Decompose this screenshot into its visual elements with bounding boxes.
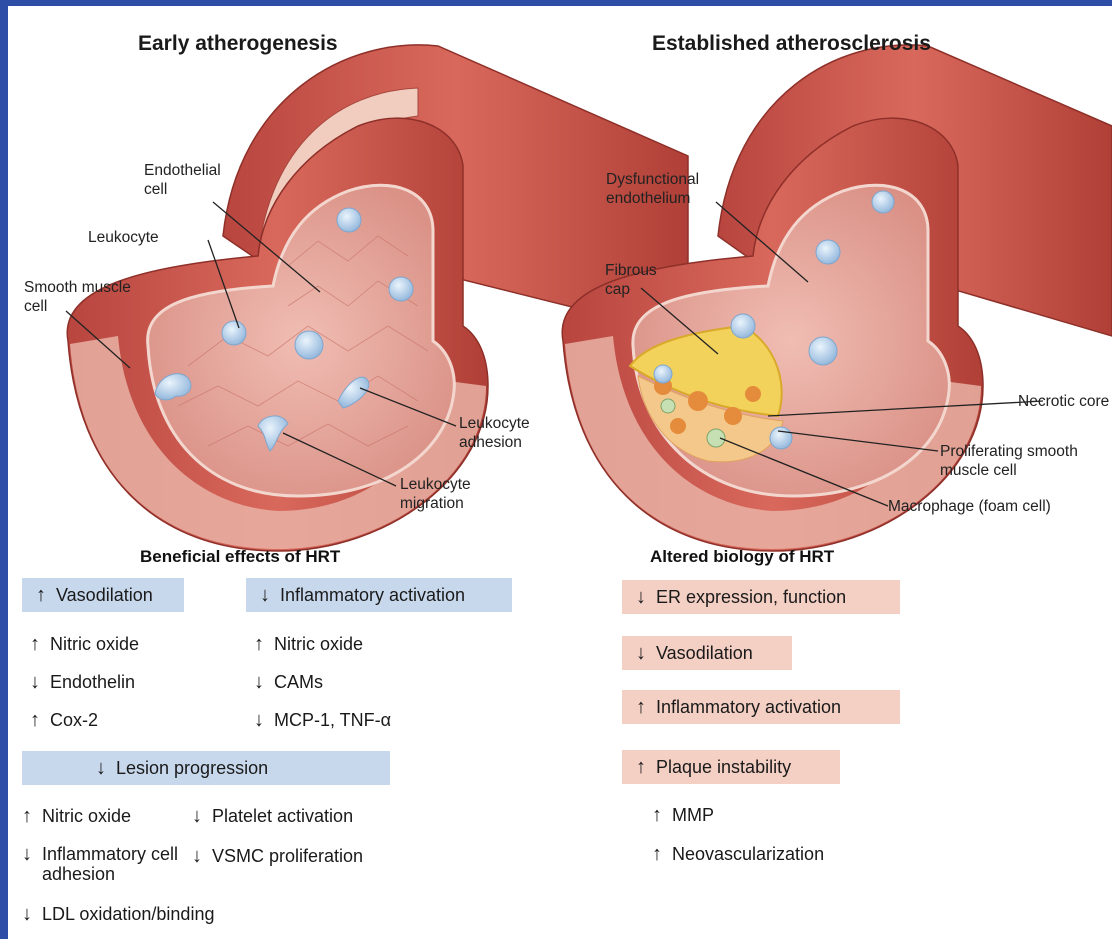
item-text: Platelet activation	[212, 806, 353, 826]
heading-beneficial-effects: Beneficial effects of HRT	[140, 547, 340, 567]
arrow-down-icon: ↓	[92, 757, 110, 780]
label-leukocyte-migration: Leukocyte migration	[400, 475, 471, 513]
item-lesion-platelet: ↓ Platelet activation	[188, 806, 353, 826]
item-text: VSMC proliferation	[212, 846, 363, 866]
label-smooth-muscle-cell: Smooth muscle cell	[24, 278, 131, 316]
item-text: CAMs	[274, 672, 323, 692]
title-early-atherogenesis: Early atherogenesis	[138, 32, 338, 56]
item-text: Nitric oxide	[50, 634, 139, 654]
arrow-up-icon: ↑	[26, 710, 44, 730]
label-endothelial-cell: Endothelial cell	[144, 161, 221, 199]
item-text: Neovascularization	[672, 844, 824, 864]
item-text: Nitric oxide	[274, 634, 363, 654]
vessel-illustration	[8, 6, 1112, 566]
box-er-label: ER expression, function	[656, 587, 846, 608]
item-neovascularization: ↑ Neovascularization	[648, 844, 824, 864]
arrow-up-icon: ↑	[648, 805, 666, 825]
arrow-up-icon: ↑	[26, 634, 44, 654]
label-proliferating-smc: Proliferating smooth muscle cell	[940, 442, 1078, 480]
label-endothelial-cell-line1: Endothelial	[144, 161, 221, 180]
item-text: LDL oxidation/binding	[42, 904, 214, 924]
arrow-down-icon: ↓	[250, 672, 268, 692]
item-mmp: ↑ MMP	[648, 805, 714, 825]
label-migration-line1: Leukocyte	[400, 475, 471, 494]
box-altered-infl-label: Inflammatory activation	[656, 697, 841, 718]
item-vaso-nitric-oxide: ↑ Nitric oxide	[26, 634, 139, 654]
item-vaso-cox2: ↑ Cox-2	[26, 710, 98, 730]
item-text: Nitric oxide	[42, 806, 131, 826]
item-infl-mcp1-tnf: ↓ MCP-1, TNF-α	[250, 710, 391, 730]
label-leukocyte: Leukocyte	[88, 228, 159, 247]
arrow-down-icon: ↓	[632, 642, 650, 665]
figure-canvas: Early atherogenesis Established atherosc…	[8, 6, 1112, 939]
label-fibrous-cap: Fibrous cap	[605, 261, 657, 299]
box-lesion-progression: ↓ Lesion progression	[22, 751, 390, 785]
label-smooth-muscle-line2: cell	[24, 297, 131, 316]
box-er-expression: ↓ ER expression, function	[622, 580, 900, 614]
label-leukocyte-adhesion: Leukocyte adhesion	[459, 414, 530, 452]
label-dysfunctional-line2: endothelium	[606, 189, 699, 208]
label-smooth-muscle-line1: Smooth muscle	[24, 278, 131, 297]
arrow-down-icon: ↓	[256, 584, 274, 607]
box-altered-vasodilation: ↓ Vasodilation	[622, 636, 792, 670]
box-inflammatory-activation: ↓ Inflammatory activation	[246, 578, 512, 612]
label-proliferating-line1: Proliferating smooth	[940, 442, 1078, 461]
label-endothelial-cell-line2: cell	[144, 180, 221, 199]
arrow-down-icon: ↓	[632, 586, 650, 609]
label-dysfunctional-endothelium: Dysfunctional endothelium	[606, 170, 699, 208]
arrow-up-icon: ↑	[632, 756, 650, 779]
box-vasodilation: ↑ Vasodilation	[22, 578, 184, 612]
arrow-down-icon: ↓	[250, 710, 268, 730]
box-inflammatory-label: Inflammatory activation	[280, 585, 465, 606]
item-infl-cams: ↓ CAMs	[250, 672, 323, 692]
box-plaque-instability: ↑ Plaque instability	[622, 750, 840, 784]
label-necrotic-core: Necrotic core	[1018, 392, 1109, 411]
arrow-up-icon: ↑	[250, 634, 268, 654]
label-adhesion-line1: Leukocyte	[459, 414, 530, 433]
item-vaso-endothelin: ↓ Endothelin	[26, 672, 135, 692]
arrow-down-icon: ↓	[188, 806, 206, 826]
box-plaque-label: Plaque instability	[656, 757, 791, 778]
label-dysfunctional-line1: Dysfunctional	[606, 170, 699, 189]
arrow-up-icon: ↑	[632, 696, 650, 719]
arrow-down-icon: ↓	[18, 844, 36, 864]
item-text: Endothelin	[50, 672, 135, 692]
box-altered-vaso-label: Vasodilation	[656, 643, 753, 664]
arrow-down-icon: ↓	[18, 904, 36, 924]
label-proliferating-line2: muscle cell	[940, 461, 1078, 480]
arrow-up-icon: ↑	[648, 844, 666, 864]
item-text: Cox-2	[50, 710, 98, 730]
item-text: MMP	[672, 805, 714, 825]
box-altered-inflammatory: ↑ Inflammatory activation	[622, 690, 900, 724]
item-lesion-vsmc: ↓ VSMC proliferation	[188, 846, 363, 866]
label-fibrous-line1: Fibrous	[605, 261, 657, 280]
arrow-down-icon: ↓	[188, 846, 206, 866]
label-macrophage: Macrophage (foam cell)	[888, 497, 1051, 516]
item-lesion-inflammatory-adhesion: ↓ Inflammatory cell adhesion	[18, 844, 182, 884]
box-vasodilation-label: Vasodilation	[56, 585, 153, 606]
item-infl-nitric-oxide: ↑ Nitric oxide	[250, 634, 363, 654]
heading-altered-biology: Altered biology of HRT	[650, 547, 834, 567]
item-text: MCP-1, TNF-α	[274, 710, 391, 730]
box-lesion-label: Lesion progression	[116, 758, 268, 779]
arrow-down-icon: ↓	[26, 672, 44, 692]
item-lesion-ldl: ↓ LDL oxidation/binding	[18, 904, 214, 924]
item-lesion-nitric-oxide: ↑ Nitric oxide	[18, 806, 131, 826]
label-migration-line2: migration	[400, 494, 471, 513]
item-text: Inflammatory cell adhesion	[42, 844, 182, 884]
arrow-up-icon: ↑	[32, 584, 50, 607]
title-established-atherosclerosis: Established atherosclerosis	[652, 32, 931, 56]
label-fibrous-line2: cap	[605, 280, 657, 299]
label-adhesion-line2: adhesion	[459, 433, 530, 452]
arrow-up-icon: ↑	[18, 806, 36, 826]
